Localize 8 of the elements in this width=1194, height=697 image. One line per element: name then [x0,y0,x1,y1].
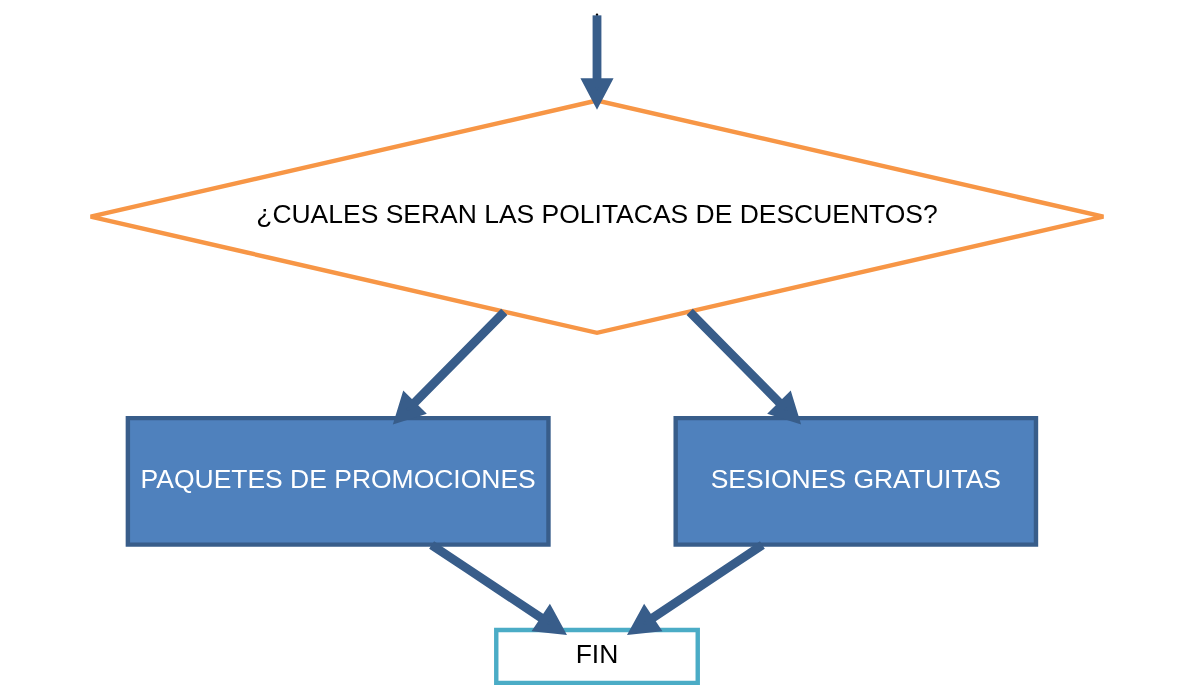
arrow [627,541,765,635]
node-box: PAQUETES DE PROMOCIONES [125,415,551,547]
node-box: SESIONES GRATUITAS [673,415,1039,547]
arrow [686,308,802,425]
arrow [429,541,567,635]
node-box: FIN [494,627,700,686]
node-diamond: ¿CUALES SERAN LAS POLITACAS DE DESCUENTOS? [88,98,1106,336]
arrow [392,308,508,425]
